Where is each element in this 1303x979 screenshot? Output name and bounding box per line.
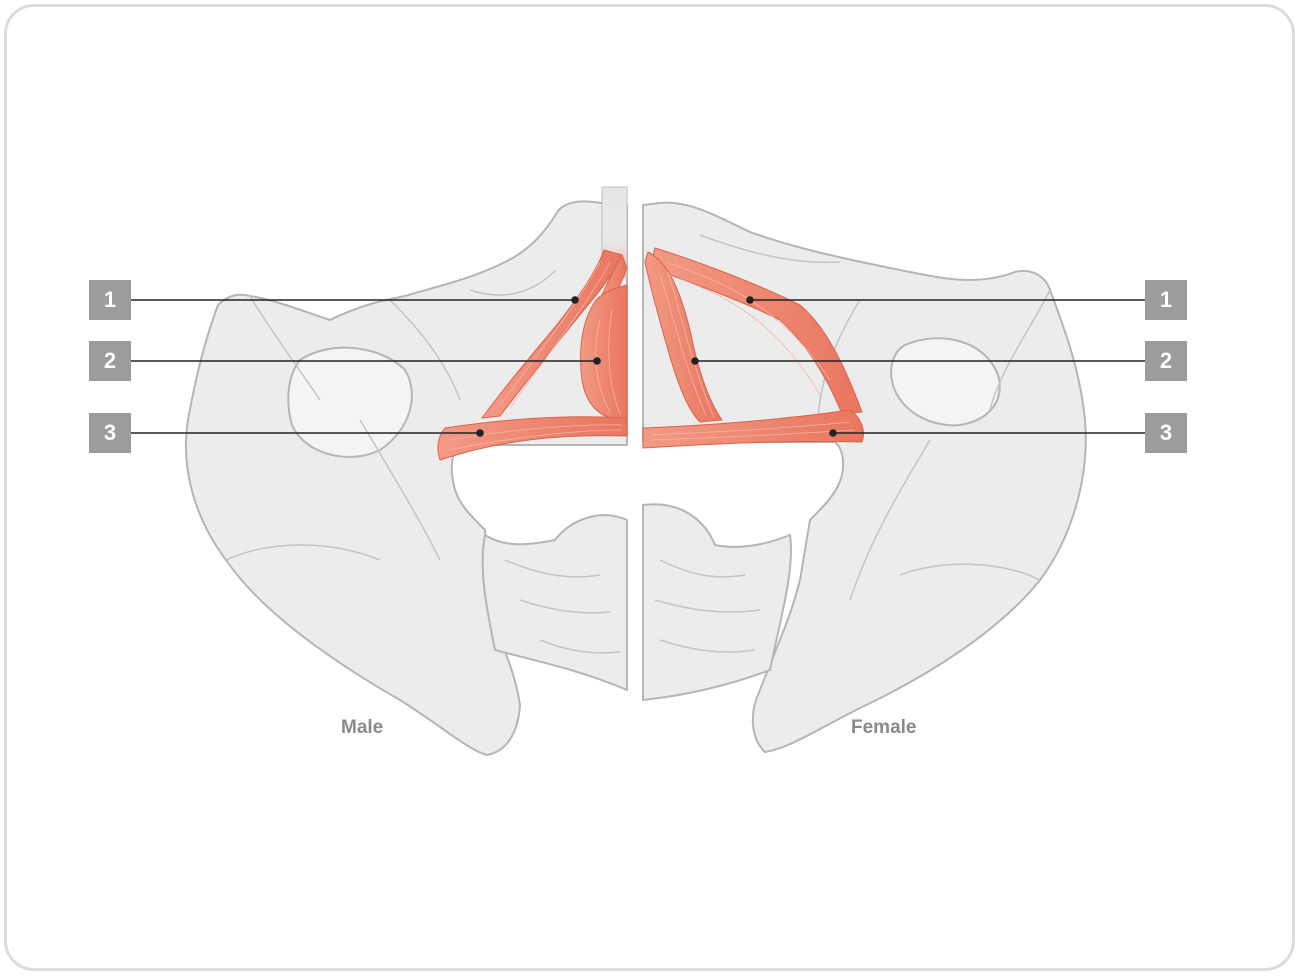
leader-left-3-dot [477,430,483,436]
midline-gap [628,180,642,740]
leader-left-1-dot [572,297,578,303]
label-badge-left-1: 1 [89,280,131,320]
label-badge-right-3: 3 [1145,413,1187,453]
leader-right-1-dot [747,297,753,303]
label-badge-left-3: 3 [89,413,131,453]
leader-left-2-dot [594,358,600,364]
male-hip-bone [186,201,627,755]
label-badge-right-1: 1 [1145,280,1187,320]
male-pelvis [186,201,627,755]
leader-right-2-dot [692,358,698,364]
leader-right-3-dot [830,430,836,436]
caption-female: Female [851,717,916,739]
caption-male: Male [341,717,383,739]
label-badge-right-2: 2 [1145,341,1187,381]
label-badge-left-2: 2 [89,341,131,381]
